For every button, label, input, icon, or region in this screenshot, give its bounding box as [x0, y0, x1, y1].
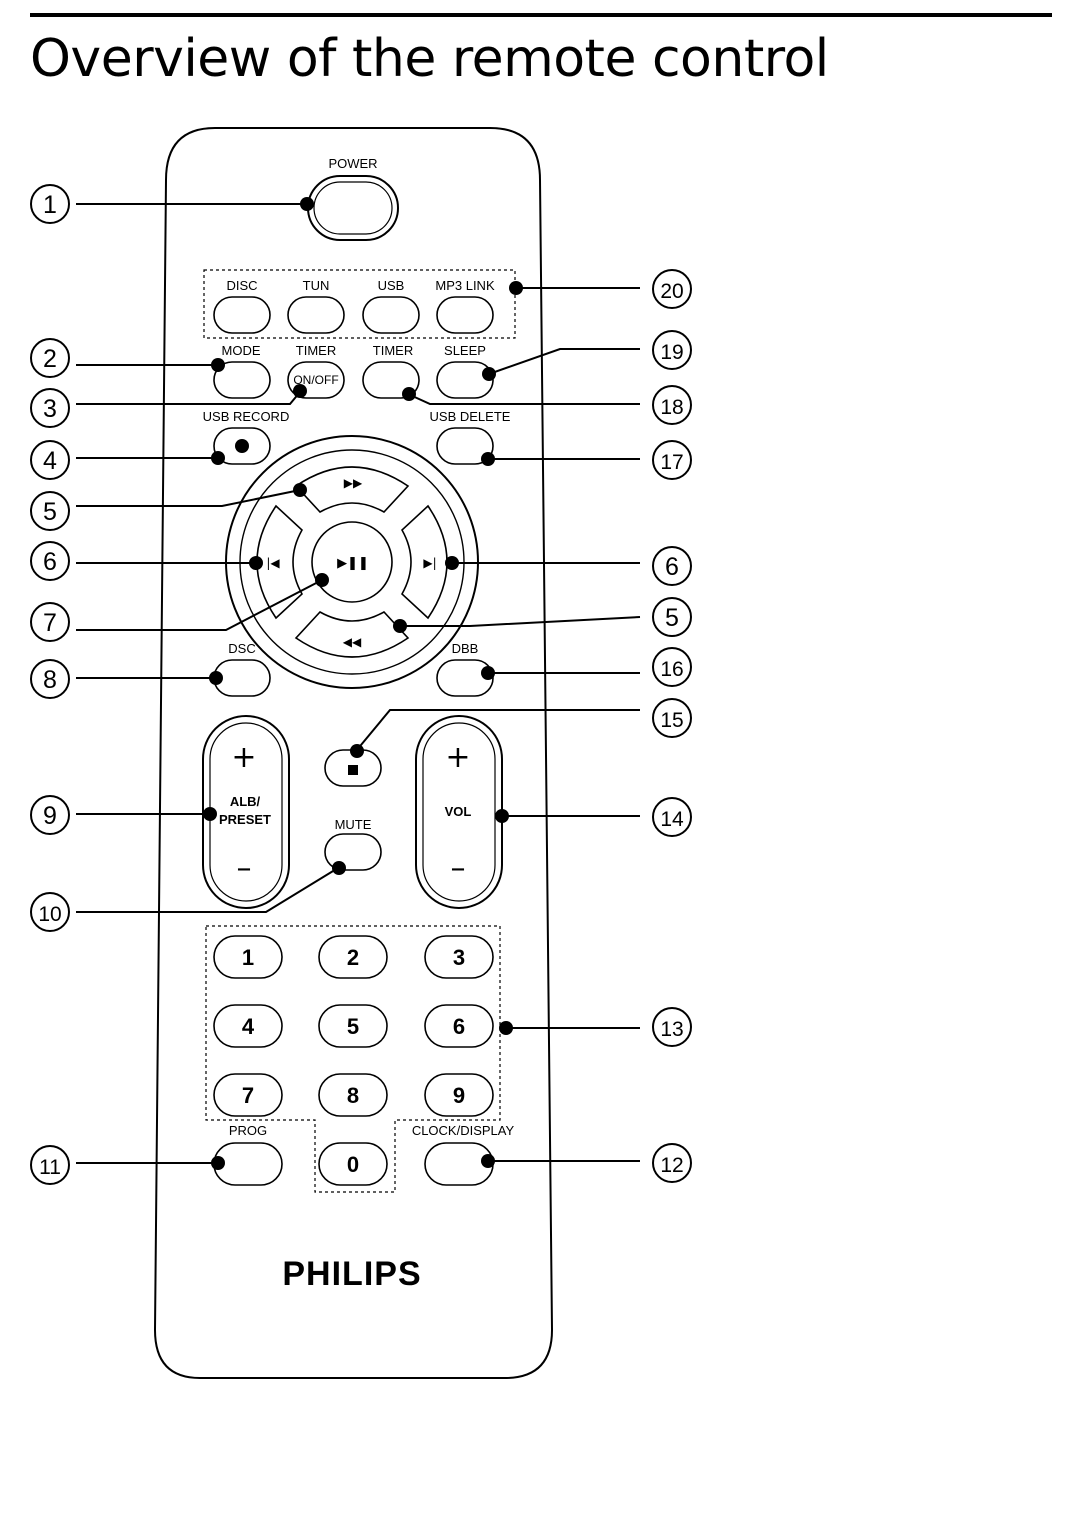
callout-11: 11	[39, 1156, 61, 1179]
fast-forward-icon: ▶▶	[344, 476, 363, 490]
source-buttons-group	[203, 269, 516, 339]
stop-icon	[348, 765, 358, 775]
callout-2: 2	[43, 345, 57, 373]
vol-plus-icon: +	[445, 740, 470, 775]
dbb-label: DBB	[452, 641, 479, 656]
callout-17: 17	[660, 451, 683, 474]
tun-button[interactable]	[287, 296, 345, 334]
key-6-label: 6	[453, 1014, 465, 1039]
callout-6-left: 6	[43, 548, 57, 576]
prog-label: PROG	[229, 1123, 267, 1138]
callout-20: 20	[660, 280, 683, 303]
alb-preset-rocker[interactable]	[202, 715, 290, 909]
volume-rocker-inner	[422, 722, 496, 902]
key-0-label: 0	[347, 1152, 359, 1177]
callout-dots	[203, 197, 523, 1170]
power-label: POWER	[328, 156, 377, 171]
next-icon: ▶|	[423, 556, 436, 570]
timer-on-off-sublabel: ON/OFF	[293, 373, 338, 387]
key-9-label: 9	[453, 1083, 465, 1108]
callout-7: 7	[43, 609, 57, 637]
callout-12: 12	[660, 1154, 683, 1177]
key-7-label: 7	[242, 1083, 254, 1108]
remote-body	[153, 127, 554, 1379]
callout-3: 3	[43, 395, 57, 423]
key-1-label: 1	[242, 945, 254, 970]
timer-label: TIMER	[373, 343, 413, 358]
disc-button[interactable]	[213, 296, 271, 334]
key-8-label: 8	[347, 1083, 359, 1108]
callout-10: 10	[38, 903, 61, 926]
callout-8: 8	[43, 666, 57, 694]
key-5-label: 5	[347, 1014, 359, 1039]
top-rule	[30, 13, 1052, 17]
callout-14: 14	[660, 808, 684, 831]
sleep-label: SLEEP	[444, 343, 486, 358]
previous-icon: |◀	[266, 556, 280, 570]
usb-delete-label: USB DELETE	[430, 409, 511, 424]
key-4[interactable]	[213, 1004, 283, 1048]
usb-label: USB	[378, 278, 405, 293]
page-title: Overview of the remote control	[30, 29, 829, 89]
vol-label: VOL	[445, 804, 472, 819]
callout-19: 19	[660, 341, 683, 364]
vol-minus-icon: –	[451, 851, 466, 886]
callout-circles	[30, 184, 692, 1185]
rewind-button[interactable]	[294, 610, 410, 658]
callout-5-left: 5	[43, 498, 57, 526]
callout-13: 13	[660, 1018, 683, 1041]
mute-label: MUTE	[335, 817, 372, 832]
sleep-button[interactable]	[436, 361, 494, 399]
record-dot-icon	[235, 439, 249, 453]
keypad: 1 2 3 4 5 6 7 8 9 0	[213, 935, 494, 1186]
mp3-link-button[interactable]	[436, 296, 494, 334]
usb-record-label: USB RECORD	[203, 409, 290, 424]
timer-on-off-label: TIMER	[296, 343, 336, 358]
key-3-label: 3	[453, 945, 465, 970]
callout-18: 18	[660, 396, 683, 419]
key-3[interactable]	[424, 935, 494, 979]
key-6[interactable]	[424, 1004, 494, 1048]
key-1[interactable]	[213, 935, 283, 979]
usb-delete-button[interactable]	[436, 427, 494, 465]
power-button[interactable]	[307, 175, 399, 241]
key-8[interactable]	[318, 1073, 388, 1117]
key-9[interactable]	[424, 1073, 494, 1117]
disc-label: DISC	[226, 278, 257, 293]
rewind-icon: ◀◀	[343, 635, 362, 649]
brand-logo: PHILIPS	[282, 1255, 421, 1293]
clock-display-label: CLOCK/DISPLAY	[412, 1123, 515, 1138]
dsc-label: DSC	[228, 641, 255, 656]
callout-6-right: 6	[665, 553, 679, 581]
fast-forward-button[interactable]	[294, 466, 410, 514]
dbb-button[interactable]	[436, 659, 494, 697]
callout-lines	[76, 203, 641, 1164]
alb-label: ALB/	[230, 794, 261, 809]
mp3-link-label: MP3 LINK	[435, 278, 495, 293]
key-2-label: 2	[347, 945, 359, 970]
power-button-inner	[313, 181, 393, 235]
key-5[interactable]	[318, 1004, 388, 1048]
play-pause-button[interactable]	[311, 521, 393, 603]
usb-button[interactable]	[362, 296, 420, 334]
callout-15: 15	[660, 709, 683, 732]
keypad-group	[205, 925, 501, 1193]
callout-1: 1	[43, 191, 57, 219]
alb-minus-icon: –	[237, 851, 252, 886]
callout-4: 4	[43, 447, 57, 475]
key-0[interactable]	[318, 1142, 388, 1186]
key-7[interactable]	[213, 1073, 283, 1117]
mode-label: MODE	[222, 343, 261, 358]
alb-plus-icon: +	[231, 740, 256, 775]
key-2[interactable]	[318, 935, 388, 979]
preset-label: PRESET	[219, 812, 271, 827]
key-4-label: 4	[242, 1014, 255, 1039]
callout-16: 16	[660, 658, 683, 681]
callout-5-right: 5	[665, 604, 679, 632]
mode-button[interactable]	[213, 361, 271, 399]
tun-label: TUN	[303, 278, 330, 293]
play-pause-icon: ▶❚❚	[337, 556, 369, 571]
callout-9: 9	[43, 802, 57, 830]
